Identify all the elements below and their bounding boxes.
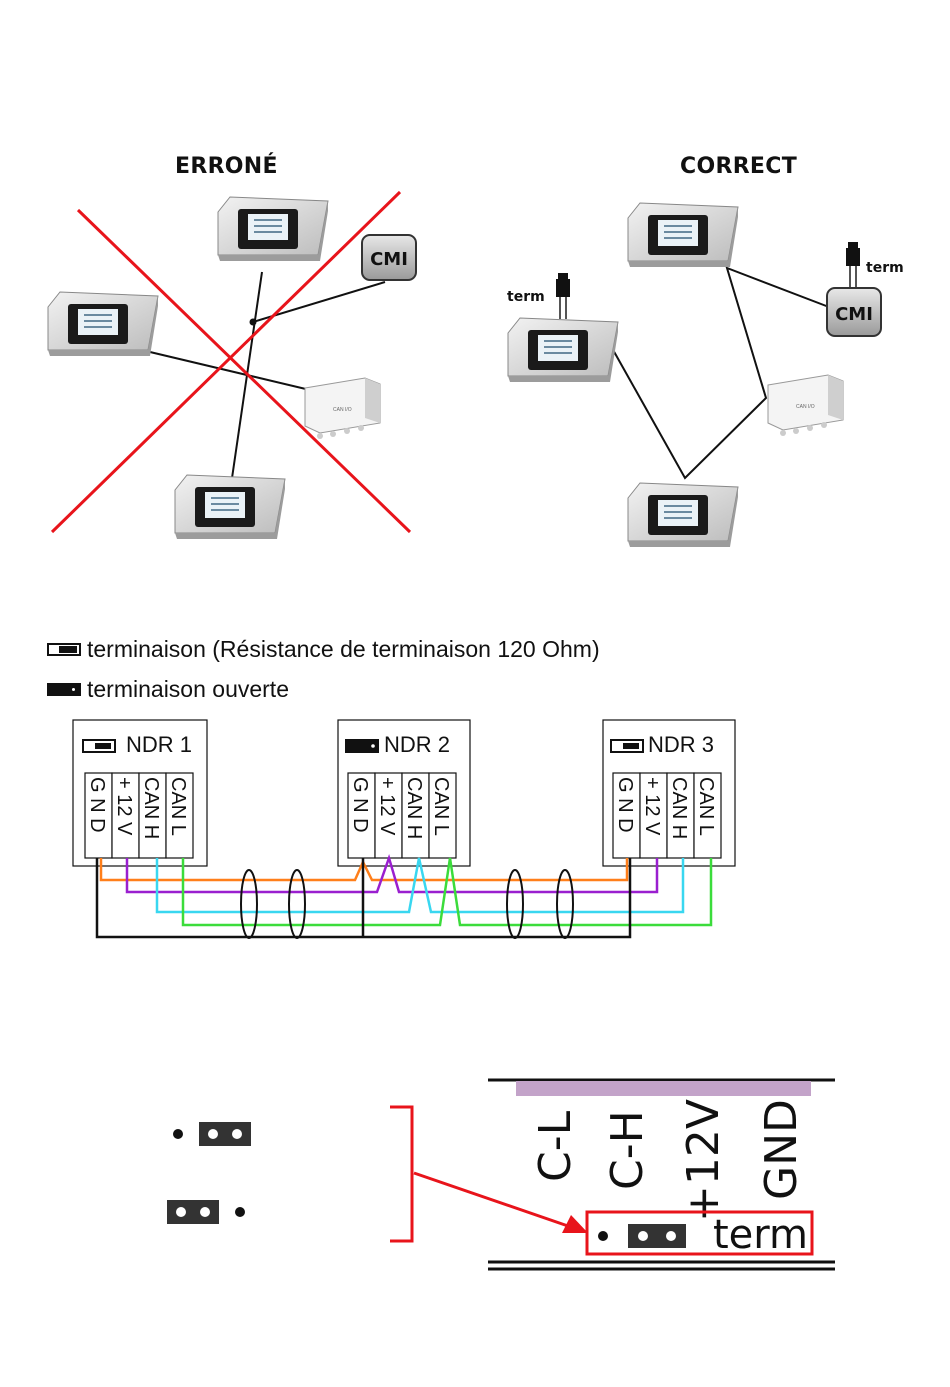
wrong-topology: CMI [48,192,416,539]
bracket [390,1107,412,1241]
legend-open-label: terminaison ouverte [87,676,289,703]
ndr3-label: NDR 3 [648,732,714,757]
jumper-open-icon [167,1200,219,1224]
connector-bar [516,1081,811,1096]
io-module-right [768,375,843,436]
terminal-label: CAN H [403,777,425,839]
legend-open: terminaison ouverte [47,676,289,703]
svg-text:CMI: CMI [835,304,873,325]
jumper-board-icon [628,1224,686,1248]
term-label-left: term [507,289,545,305]
termination-closed-icon [47,643,81,656]
ndr1-term-symbol [83,740,115,752]
pin-label-ch: C-H [602,1110,653,1190]
pin-dot [235,1207,245,1217]
terminal-label: G N D [349,777,371,833]
ndr2-label: NDR 2 [384,732,450,757]
ndr1-label: NDR 1 [126,732,192,757]
controller-left [48,292,158,356]
terminal-label: CAN L [695,777,717,836]
pin-label-gnd: GND [756,1099,807,1200]
termination-open-icon [47,683,81,696]
jumper-detail: C-L C-H +12V GND term [167,1080,835,1269]
legend-closed-label: terminaison (Résistance de terminaison 1… [87,636,600,663]
terminal-label: + 12 V [113,777,135,836]
cmi-device: CMI [362,235,416,280]
term-label-board: term [713,1212,808,1258]
controller-top-right [628,203,738,267]
terminal-label: CAN L [167,777,189,836]
ndr3-term-symbol [611,740,643,752]
terminal-label: G N D [86,777,108,833]
cmi-device-right: CMI [827,288,881,336]
terminal-label: G N D [614,777,636,833]
term-label-cmi: term [866,260,904,276]
terminal-label: CAN H [668,777,690,839]
term-plug-cmi [846,242,860,288]
pin-label-12v: +12V [678,1099,729,1222]
svg-text:CMI: CMI [370,249,408,270]
pin-dot [173,1129,183,1139]
ndr2-term-symbol [346,740,378,752]
terminal-label: + 12 V [641,777,663,836]
correct-topology: term term CMI [507,203,904,547]
terminal-label: CAN H [140,777,162,839]
controller-left-right [508,318,618,382]
controller-bottom [175,475,285,539]
jumper-closed-icon [199,1122,251,1146]
controller-top [218,197,328,261]
terminal-label: + 12 V [376,777,398,836]
pin-dot [598,1231,608,1241]
terminal-label: CAN L [430,777,452,836]
term-plug-left [556,273,570,319]
legend-closed: terminaison (Résistance de terminaison 1… [47,636,600,663]
pin-label-cl: C-L [530,1110,581,1182]
star-junction [250,319,257,326]
io-module [305,378,380,439]
controller-bottom-right [628,483,738,547]
